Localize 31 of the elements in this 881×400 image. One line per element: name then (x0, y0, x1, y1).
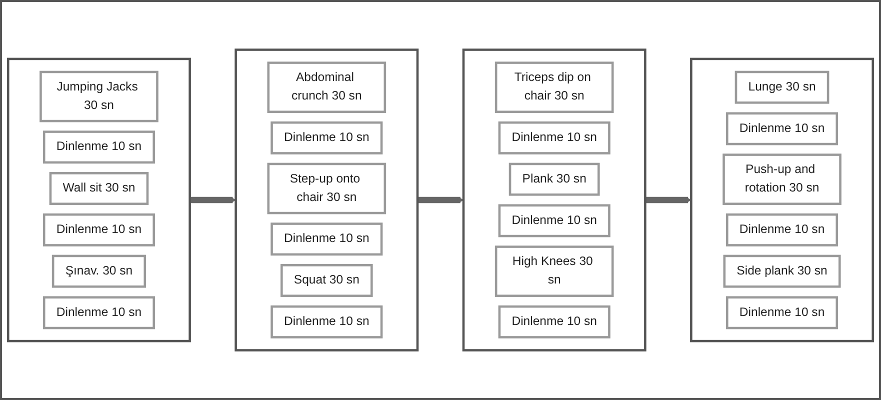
arrow (645, 196, 692, 204)
node-box: Dinlenme 10 sn (498, 121, 610, 154)
node-box: Step-up onto chair 30 sn (267, 162, 386, 214)
node-box: Wall sit 30 sn (49, 172, 149, 205)
arrow (190, 196, 236, 204)
node-box: Dinlenme 10 sn (42, 130, 155, 164)
node-box: Dinlenme 10 sn (726, 213, 838, 246)
node-box: Dinlenme 10 sn (42, 213, 155, 246)
node-box: Plank 30 sn (508, 162, 600, 196)
cluster (234, 48, 419, 352)
node-box: Dinlenme 10 sn (498, 305, 610, 338)
node-box: High Knees 30 sn (494, 246, 614, 297)
node-box: Squat 30 sn (280, 264, 373, 297)
cluster (6, 58, 191, 342)
node-box: Lunge 30 sn (734, 70, 830, 104)
cluster (690, 58, 874, 342)
arrow (418, 196, 464, 204)
node-box: Jumping Jacks 30 sn (40, 70, 158, 122)
node-box: Dinlenme 10 sn (270, 305, 383, 338)
node-box: Dinlenme 10 sn (270, 222, 383, 256)
node-box: Triceps dip on chair 30 sn (494, 62, 614, 113)
node-box: Dinlenme 10 sn (498, 204, 610, 238)
node-box: Push-up and rotation 30 sn (722, 154, 842, 205)
node-box: Abdominal crunch 30 sn (267, 62, 386, 113)
node-box: Side plank 30 sn (723, 254, 841, 288)
node-box: Dinlenme 10 sn (42, 296, 155, 330)
node-box: Dinlenme 10 sn (726, 112, 838, 146)
node-box: Dinlenme 10 sn (726, 296, 838, 330)
node-box: Dinlenme 10 sn (270, 121, 383, 154)
cluster (462, 48, 646, 352)
node-box: Şınav. 30 sn (52, 254, 146, 288)
